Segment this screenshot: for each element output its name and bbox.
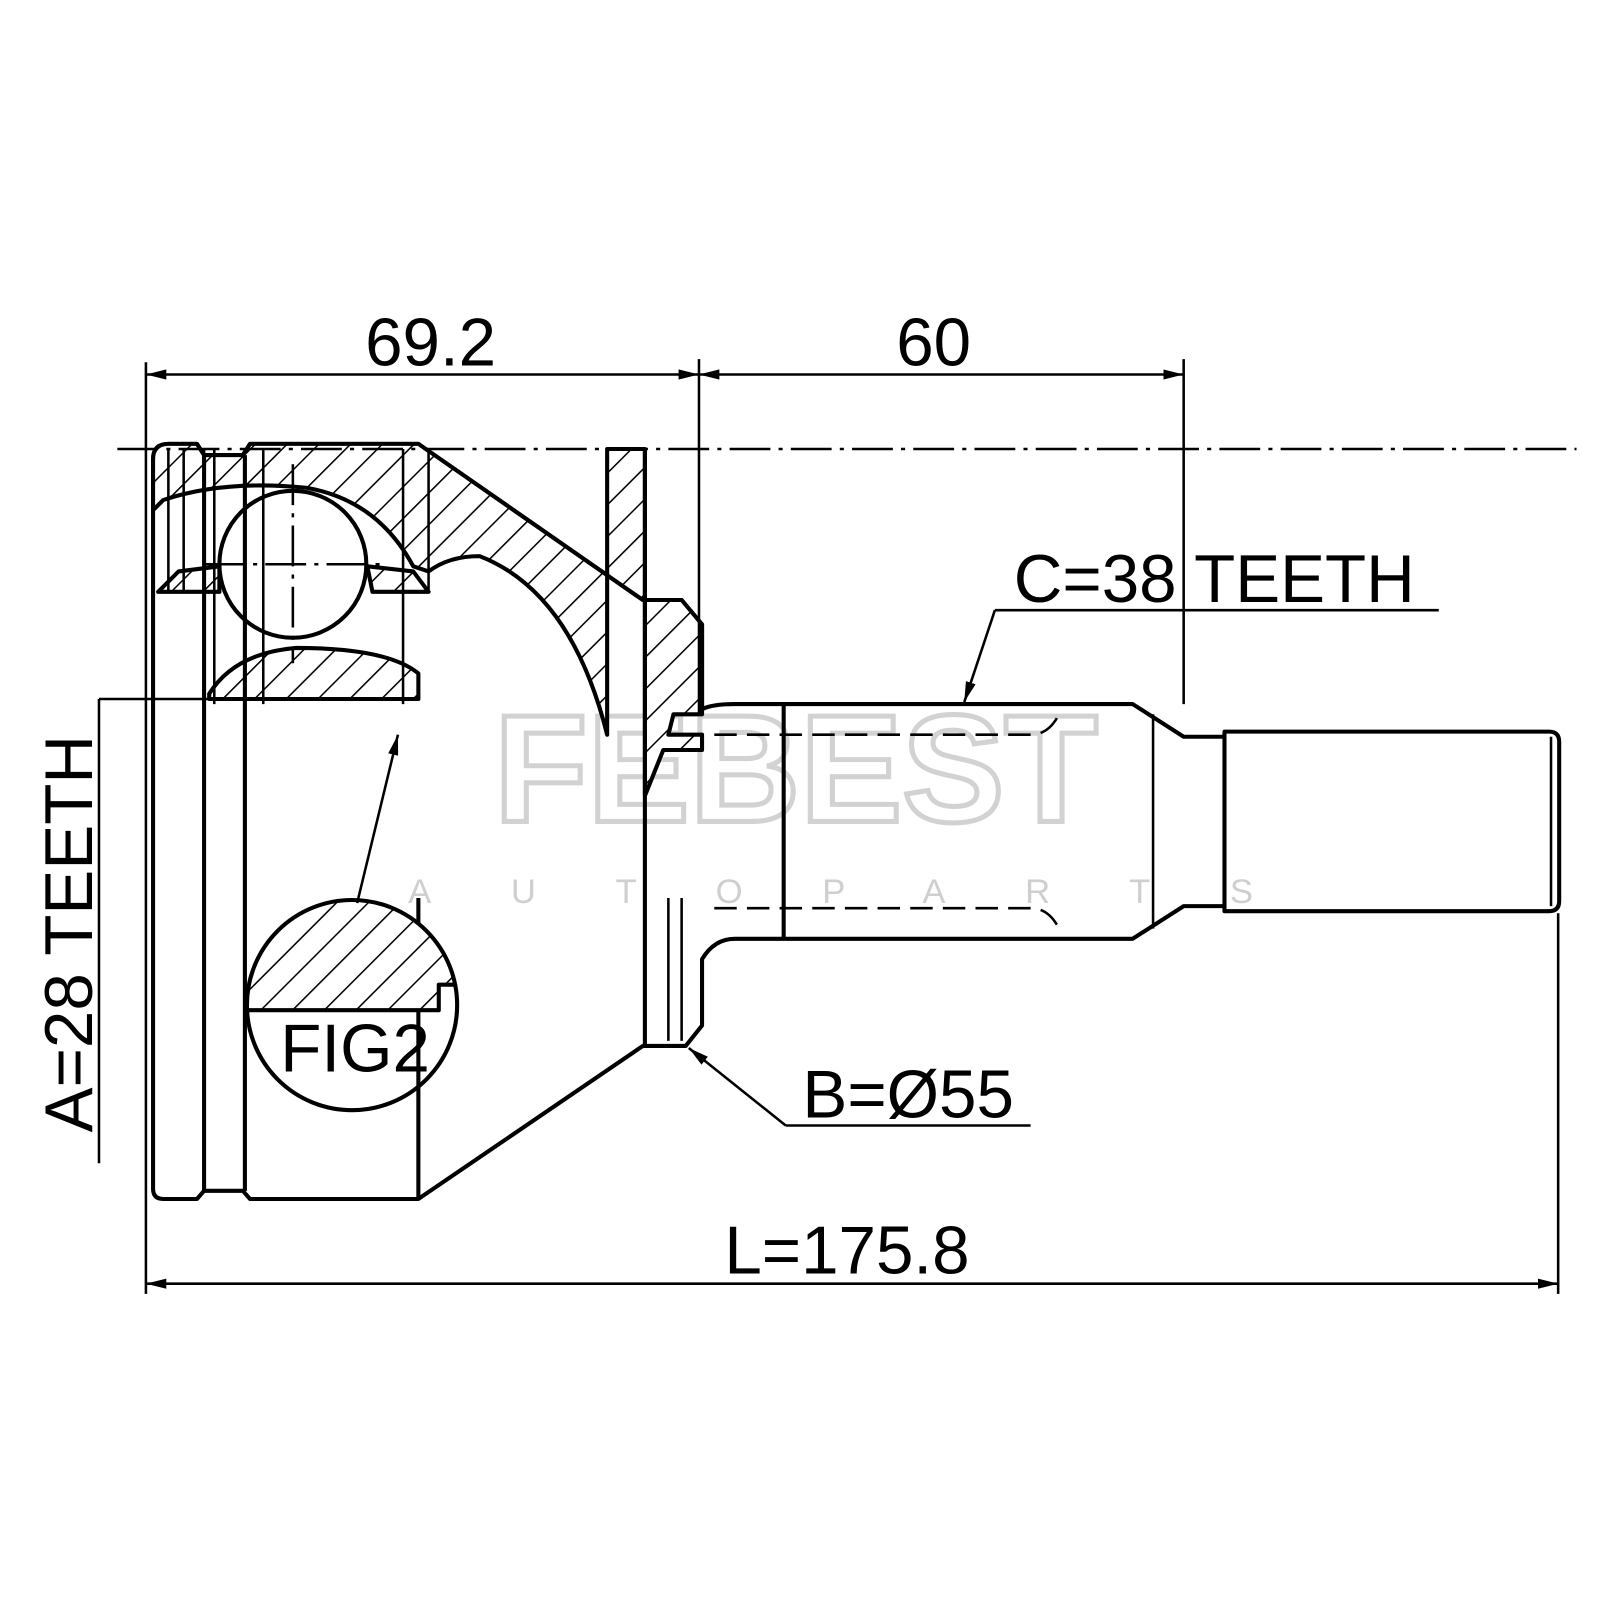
total-length-label: L=175.8 (724, 1213, 969, 1288)
inner-spline-callout: A=28 TEETH (32, 697, 404, 1164)
dimension-shaft-length: 60 (896, 305, 971, 380)
fig2-detail: FIG2 (244, 734, 460, 1113)
watermark-subtitle: AUTOPARTS (408, 873, 1333, 911)
abs-ring-label: B=Ø55 (802, 1057, 1014, 1132)
abs-ring-callout: B=Ø55 (687, 1046, 1031, 1132)
outer-spline-label: C=38 TEETH (1014, 542, 1415, 617)
top-dimensions: 69.2 60 (144, 305, 1185, 1294)
fig2-label: FIG2 (280, 1011, 430, 1086)
inner-race-section (207, 645, 421, 702)
total-length-dimension: L=175.8 (145, 913, 1560, 1294)
watermark: FEBEST AUTOPARTS (408, 681, 1333, 911)
watermark-brand: FEBEST (494, 683, 1098, 854)
outer-spline-callout: C=38 TEETH (963, 542, 1439, 703)
inner-spline-label: A=28 TEETH (32, 735, 107, 1132)
dimension-bell-length: 69.2 (365, 305, 496, 380)
